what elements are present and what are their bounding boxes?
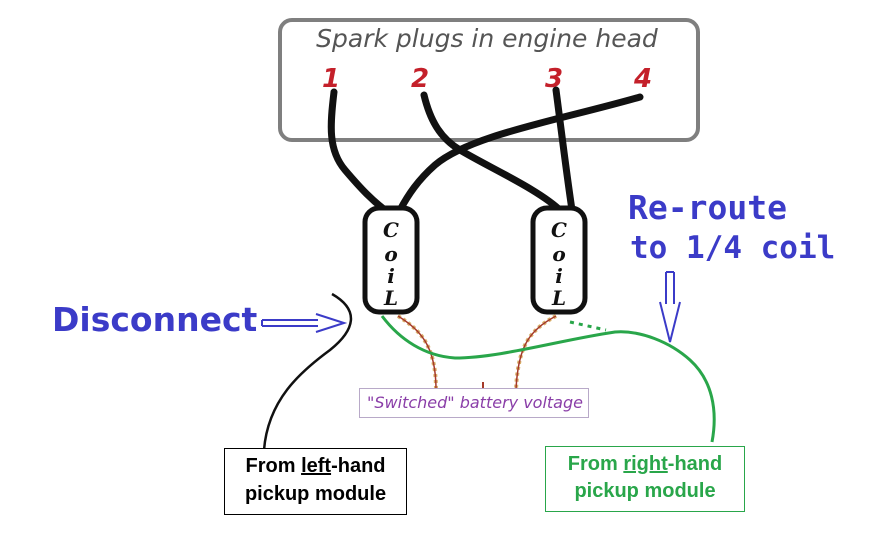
coil-right-letter-c: C [551, 218, 567, 242]
plug-number-4: 4 [634, 64, 653, 94]
coil-right-letter-i: i [555, 264, 563, 288]
coil-right [530, 205, 588, 315]
plug-wire-2 [420, 91, 566, 216]
coil-left-letter-l: L [383, 286, 399, 310]
left-module-emph: left [301, 455, 332, 477]
right-module-line1: From right-hand [546, 453, 744, 476]
battery-voltage-label: "Switched" battery voltage [367, 393, 583, 412]
left-module-suffix: -hand [331, 455, 386, 477]
reroute-label-line1: Re-route [628, 188, 787, 227]
battery-wire-left-yellow [397, 315, 437, 391]
coil-left-letter-o: o [384, 242, 398, 266]
right-module-prefix: From [567, 453, 624, 475]
right-module-suffix: -hand [667, 453, 723, 475]
left-pickup-module-box: From left-hand pickup module [224, 448, 407, 515]
left-module-prefix: From [245, 455, 302, 477]
left-module-line1: From left-hand [225, 455, 406, 478]
right-pickup-module-box: From right-hand pickup module [545, 446, 745, 512]
engine-head-title: Spark plugs in engine head [316, 24, 658, 53]
left-module-line2: pickup module [244, 483, 387, 505]
right-module-line2: pickup module [574, 480, 716, 502]
plug-wire-3 [552, 86, 576, 214]
coil-left-letter-i: i [387, 264, 395, 288]
green-wire-dotted [569, 320, 607, 332]
coil-right-letter-o: o [552, 242, 566, 266]
plug-wire-1 [327, 88, 389, 214]
plug-number-2: 2 [411, 64, 430, 94]
disconnect-arrow [261, 313, 348, 333]
battery-wire-right-yellow [515, 315, 557, 391]
left-pickup-wire [262, 292, 353, 451]
coil-left [362, 205, 420, 315]
reroute-arrow [659, 271, 681, 343]
disconnect-label: Disconnect [52, 300, 258, 339]
plug-number-1: 1 [322, 64, 341, 94]
green-wire-main [380, 315, 716, 443]
coil-left-letter-c: C [383, 218, 399, 242]
coil-right-letter-l: L [551, 286, 567, 310]
reroute-label-line2: to 1/4 coil [630, 230, 836, 266]
plug-number-3: 3 [545, 64, 564, 94]
right-module-emph: right [623, 453, 668, 475]
battery-voltage-box: "Switched" battery voltage [359, 388, 589, 418]
